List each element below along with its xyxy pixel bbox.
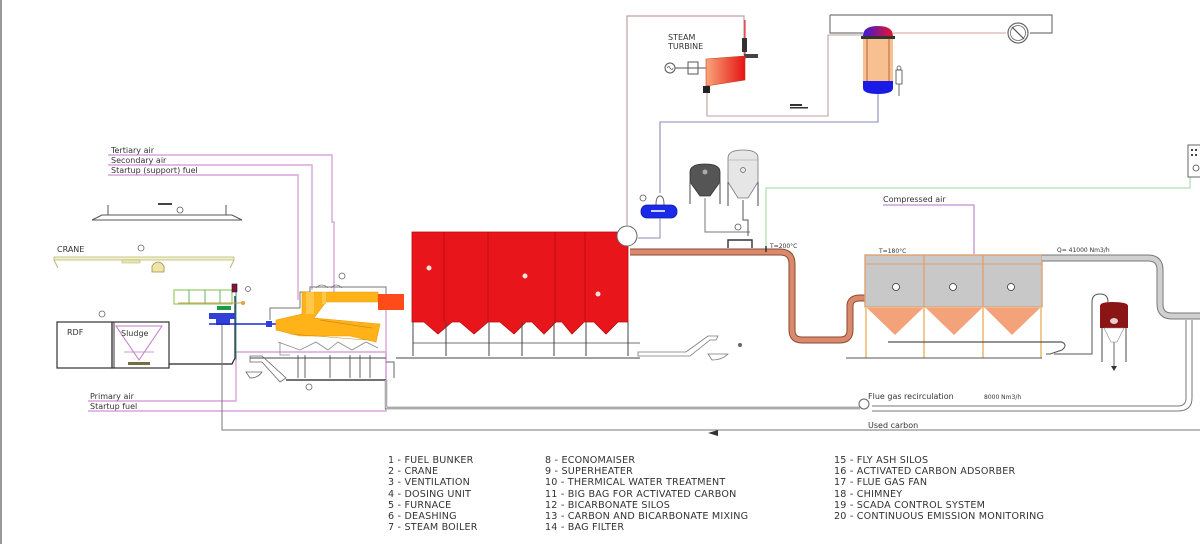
used-carbon-label: Used carbon bbox=[868, 421, 918, 430]
activated-carbon-adsorber bbox=[1091, 293, 1128, 371]
legend-item: 2 - CRANE bbox=[388, 466, 439, 478]
flue-gas-recirculation: Flue gas recirculation 8000 Nm3/h bbox=[858, 392, 1021, 410]
legend-item: 8 - ECONOMAISER bbox=[545, 455, 636, 466]
steam-boiler bbox=[384, 231, 860, 410]
flow-arrow-icon bbox=[708, 430, 718, 436]
flue-gas-recirculation-label: Flue gas recirculation bbox=[868, 392, 954, 401]
legend-item: 19 - SCADA CONTROL SYSTEM bbox=[834, 499, 986, 511]
scada-control-system bbox=[1187, 144, 1200, 178]
legend-item: 9 - SUPERHEATER bbox=[545, 466, 633, 478]
crane: CRANE bbox=[53, 244, 235, 273]
sludge-label: Sludge bbox=[121, 329, 149, 338]
recirculation-fan-icon bbox=[858, 398, 870, 410]
legend-item: 14 - BAG FILTER bbox=[545, 522, 625, 534]
rdf-label: RDF bbox=[67, 328, 84, 337]
legend-item: 3 - VENTILATION bbox=[388, 477, 470, 489]
economaiser-marker bbox=[522, 273, 528, 279]
steam-turbine-label-line2: TURBINE bbox=[667, 42, 703, 51]
deashing bbox=[245, 341, 395, 391]
legend-item: 5 - FURNACE bbox=[388, 499, 452, 511]
legend-item: 12 - BICARBONATE SILOS bbox=[545, 499, 671, 511]
ventilation-hood bbox=[91, 203, 243, 221]
page-left-edge bbox=[0, 0, 2, 544]
steam-drum bbox=[616, 15, 745, 247]
crane-marker bbox=[137, 244, 145, 252]
temp-180-label: T=180°C bbox=[878, 248, 906, 255]
legend-item: 13 - CARBON AND BICARBONATE MIXING bbox=[545, 511, 749, 523]
condenser bbox=[659, 14, 1053, 193]
legend-item: 15 - FLY ASH SILOS bbox=[834, 455, 929, 466]
adsorber-marker bbox=[1110, 318, 1118, 324]
thermical-water-treatment bbox=[638, 194, 678, 239]
outlet-duct bbox=[872, 254, 1200, 412]
rdf-compartment bbox=[56, 321, 113, 369]
legend-item: 4 - DOSING UNIT bbox=[388, 488, 472, 500]
primary-air-label: Primary air bbox=[90, 392, 135, 401]
legend-item: 11 - BIG BAG FOR ACTIVATED CARBON bbox=[545, 488, 737, 500]
used-carbon-line: Used carbon bbox=[708, 421, 918, 436]
recirculation-flow-label: 8000 Nm3/h bbox=[984, 394, 1021, 401]
flue-gas-duct: T=200°C bbox=[630, 175, 1191, 344]
legend-column-3: 15 - FLY ASH SILOS 16 - ACTIVATED CARBON… bbox=[834, 455, 1044, 522]
legend-item: 6 - DEASHING bbox=[388, 511, 457, 523]
fuel-bunker: RDF Sludge bbox=[56, 296, 236, 369]
flow-q-label: Q= 41000 Nm3/h bbox=[1057, 247, 1110, 254]
secondary-air-label: Secondary air bbox=[111, 156, 167, 165]
legend-item: 1 - FUEL BUNKER bbox=[388, 455, 474, 466]
tertiary-air-label: Tertiary air bbox=[110, 146, 155, 155]
legend-item: 16 - ACTIVATED CARBON ADSORBER bbox=[834, 466, 1016, 478]
startup-support-fuel-label: Startup (support) fuel bbox=[111, 166, 198, 175]
steam-turbine: STEAM TURBINE bbox=[664, 20, 866, 117]
temp-200-label: T=200°C bbox=[769, 243, 797, 250]
steam-boiler-marker bbox=[426, 265, 432, 271]
primary-air-line bbox=[88, 351, 386, 402]
compressed-air-label: Compressed air bbox=[883, 195, 946, 204]
legend-item: 20 - CONTINUOUS EMISSION MONITORING bbox=[834, 511, 1045, 523]
secondary-air-line bbox=[108, 164, 313, 290]
air-fuel-lines bbox=[88, 154, 387, 412]
bag-filter: Compressed air T=180°C Q= 41000 Nm3/h bbox=[846, 195, 1110, 359]
legend-item: 17 - FLUE GAS FAN bbox=[834, 477, 928, 489]
deashing-marker bbox=[305, 383, 313, 391]
furnace-marker bbox=[338, 272, 346, 280]
legend-item: 7 - STEAM BOILER bbox=[388, 522, 478, 534]
big-bag-marker bbox=[702, 169, 708, 175]
water-treatment-marker bbox=[639, 194, 647, 202]
legend-item: 18 - CHIMNEY bbox=[834, 488, 903, 500]
bicarbonate-marker bbox=[740, 167, 746, 173]
dosing-unit bbox=[173, 283, 1200, 431]
legend-item: 10 - THERMICAL WATER TREATMENT bbox=[545, 477, 726, 489]
bicarbonate-silo bbox=[727, 149, 759, 248]
legend-column-1: 1 - FUEL BUNKER 2 - CRANE 3 - VENTILATIO… bbox=[388, 455, 478, 533]
superheater-marker bbox=[595, 291, 601, 297]
big-bag-silo bbox=[689, 163, 750, 233]
tertiary-air-line bbox=[108, 154, 335, 300]
fuel-bunker-marker bbox=[98, 310, 106, 318]
legend-column-2: 8 - ECONOMAISER 9 - SUPERHEATER 10 - THE… bbox=[545, 455, 748, 533]
startup-fuel-label: Startup fuel bbox=[90, 402, 137, 411]
sludge-compartment bbox=[111, 321, 170, 369]
crane-label: CRANE bbox=[57, 245, 84, 254]
steam-turbine-label-line1: STEAM bbox=[668, 33, 695, 42]
mixing-marker bbox=[734, 223, 742, 231]
startup-support-fuel-line bbox=[108, 174, 299, 300]
furnace bbox=[269, 272, 404, 343]
